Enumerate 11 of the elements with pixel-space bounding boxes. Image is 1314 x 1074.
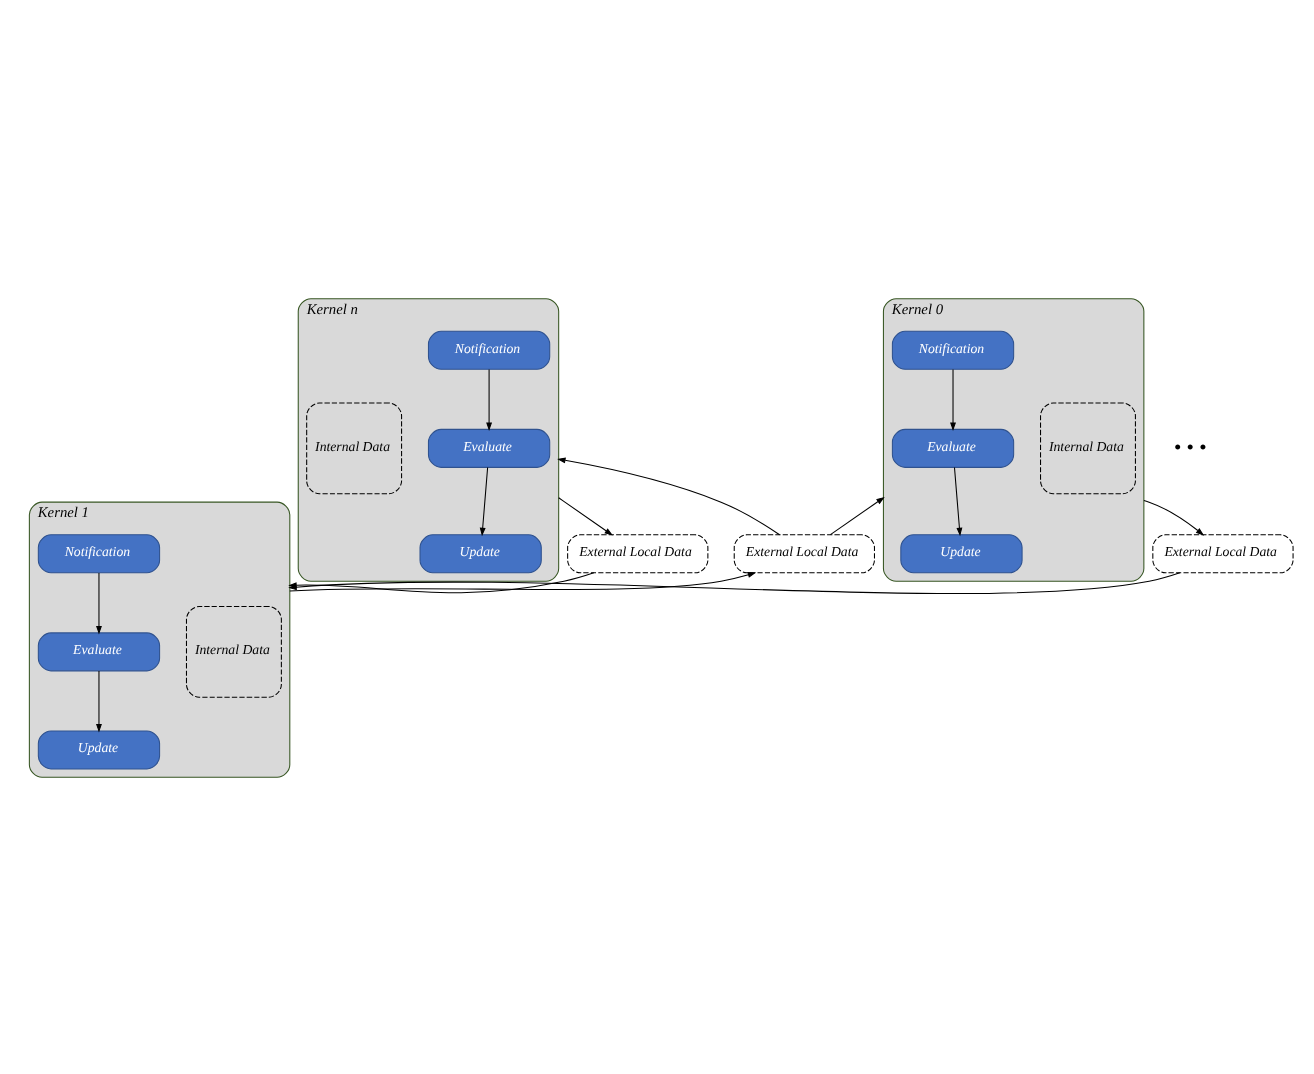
arrow <box>557 456 781 535</box>
arrow <box>96 571 102 634</box>
arrow <box>486 367 493 430</box>
label: • • • <box>1173 436 1207 459</box>
arrow <box>829 495 885 535</box>
arrow <box>558 496 613 535</box>
arrow <box>479 465 489 536</box>
arrow <box>953 465 963 536</box>
arrow <box>950 367 956 430</box>
arrow <box>1143 498 1205 535</box>
arrow <box>96 669 102 732</box>
